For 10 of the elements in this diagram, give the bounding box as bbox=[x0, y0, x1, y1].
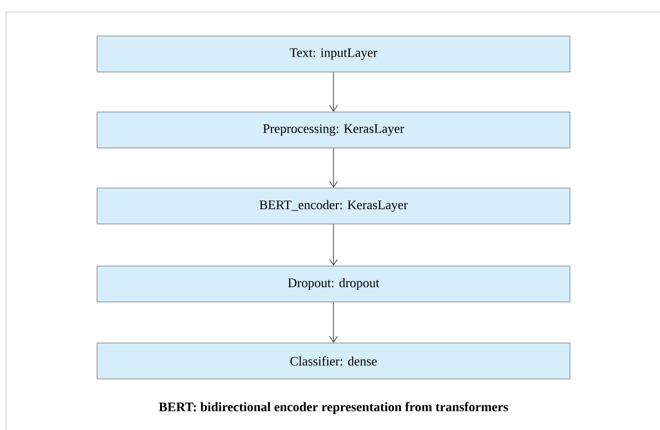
layer-box: Text: inputLayer bbox=[96, 36, 570, 72]
arrow bbox=[329, 72, 338, 112]
layer-box: Preprocessing: KerasLayer bbox=[96, 112, 570, 148]
arrow bbox=[329, 148, 338, 188]
arrow bbox=[329, 224, 338, 266]
arrow bbox=[329, 302, 338, 343]
caption: BERT: bidirectional encoder representation from transformers bbox=[158, 402, 508, 414]
layer-box: Dropout: dropout bbox=[96, 266, 570, 302]
layer-box: BERT_encoder: KerasLayer bbox=[96, 188, 570, 224]
layer-box: Classifier: dense bbox=[96, 342, 570, 380]
